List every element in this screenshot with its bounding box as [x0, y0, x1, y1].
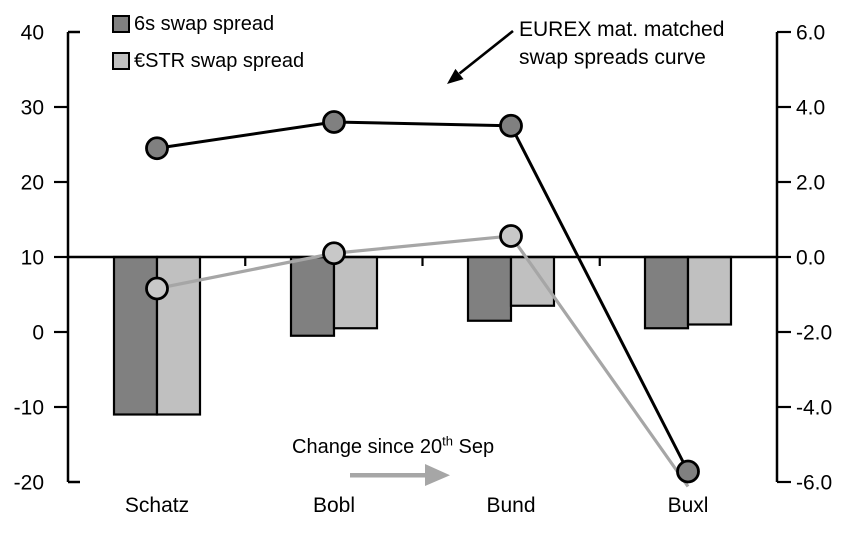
- marker-6s-bobl: [322, 110, 346, 134]
- bar-6s-buxl: [643, 255, 690, 330]
- marker-6s-buxl: [676, 459, 700, 484]
- marker-6s-schatz: [145, 136, 169, 161]
- line-6s-curve: [156, 120, 690, 473]
- marker-6s-bund: [499, 113, 523, 138]
- annotation-change-suffix: Sep: [452, 436, 495, 458]
- change-arrow-head-icon: [425, 464, 450, 486]
- right-axis-tick-label: -6.0: [796, 472, 832, 495]
- annotation-change-label: Change since 20th Sep: [292, 433, 495, 459]
- annotation-curve-line1: EUREX mat. matched: [519, 18, 725, 41]
- marker-estr-bobl: [322, 241, 346, 266]
- annotation-curve-line2: swap spreads curve: [519, 46, 706, 69]
- category-label-buxl: Buxl: [668, 494, 709, 517]
- bar-estr-buxl: [686, 255, 733, 326]
- right-axis-tick-label: -2.0: [796, 322, 832, 345]
- right-axis-tick-label: 6.0: [796, 22, 825, 45]
- legend-label-estr: €STR swap spread: [134, 50, 305, 72]
- category-label-schatz: Schatz: [125, 494, 189, 517]
- left-axis-tick-label: 20: [21, 172, 44, 195]
- category-label-bobl: Bobl: [313, 494, 355, 517]
- right-axis-tick-label: -4.0: [796, 397, 832, 420]
- change-arrow-shaft-icon: [350, 473, 425, 478]
- left-axis-tick-label: 30: [21, 97, 44, 120]
- legend: 6s swap spread €STR swap spread: [112, 11, 304, 85]
- right-axis-tick-label: 2.0: [796, 172, 825, 195]
- left-axis-tick-label: -20: [14, 472, 44, 495]
- marker-estr-schatz: [145, 276, 169, 301]
- annotation-arrowhead-icon: [447, 68, 464, 84]
- left-axis-tick-label: 0: [32, 322, 44, 345]
- marker-estr-bund: [499, 224, 523, 248]
- legend-item-estr: €STR swap spread: [112, 48, 304, 74]
- legend-item-6s: 6s swap spread: [112, 11, 304, 37]
- line-estr-curve: [156, 234, 690, 488]
- legend-label-6s: 6s swap spread: [134, 13, 275, 35]
- legend-swatch-6s-icon: [112, 15, 130, 33]
- bar-6s-bund: [466, 255, 513, 322]
- right-axis-tick-label: 0.0: [796, 247, 825, 270]
- left-axis-tick-label: -10: [14, 397, 44, 420]
- bar-estr-bobl: [332, 255, 379, 330]
- annotation-curve-label: EUREX mat. matched swap spreads curve: [519, 16, 724, 72]
- left-axis-tick-label: 40: [21, 22, 44, 45]
- annotation-arrow-icon: [458, 29, 514, 75]
- annotation-change-prefix: Change since 20: [292, 436, 443, 458]
- annotation-change-sup: th: [442, 433, 453, 449]
- bar-6s-bobl: [289, 255, 336, 337]
- category-label-bund: Bund: [486, 494, 535, 517]
- right-axis-tick-label: 4.0: [796, 97, 825, 120]
- left-axis-tick-label: 10: [21, 247, 44, 270]
- legend-swatch-estr-icon: [112, 52, 130, 70]
